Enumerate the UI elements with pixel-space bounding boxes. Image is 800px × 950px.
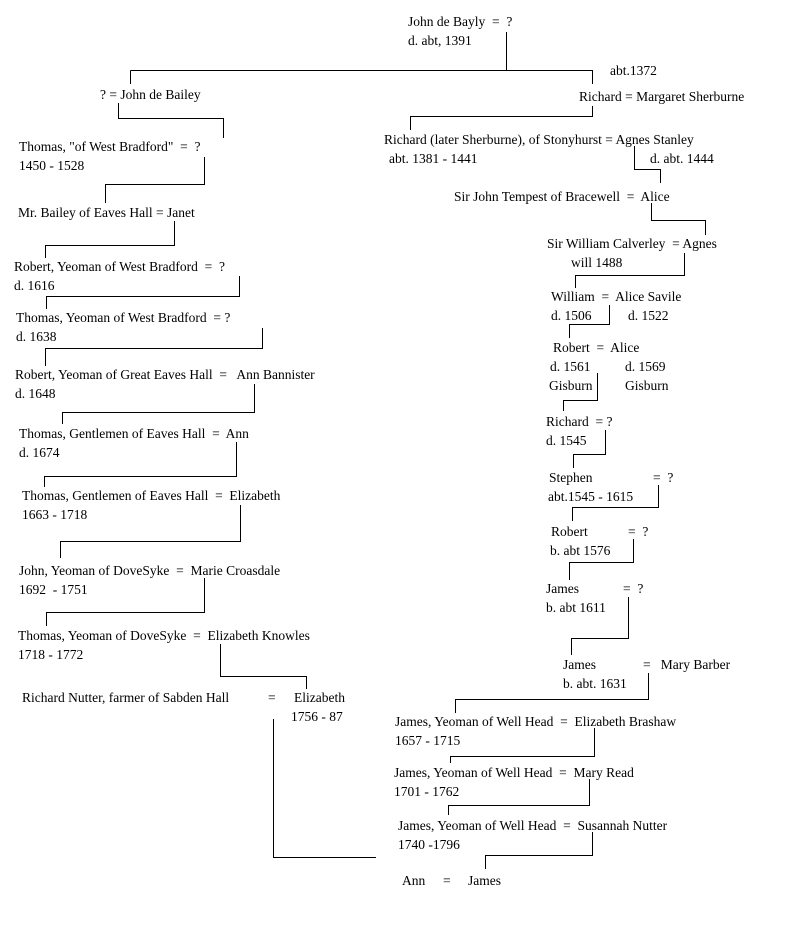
person-robert-1648: Robert, Yeoman of Great Eaves Hall = Ann… (15, 367, 315, 382)
person-richard-margaret: Richard = Margaret Sherburne (579, 89, 745, 104)
connector-james-1631 (455, 673, 649, 713)
connector-richard-margaret (410, 106, 593, 130)
person-john-de-bailey: ? = John de Bailey (100, 87, 201, 102)
dates-john-dovesyke: 1692 - 1751 (19, 582, 88, 597)
connector-james-1701 (448, 779, 590, 815)
person-thomas-west-bradford: Thomas, "of West Bradford" = ? (19, 139, 201, 154)
connector-james-1611 (571, 597, 629, 655)
connector-john-de-bayly (130, 32, 593, 84)
connector-john-tempest (651, 203, 706, 235)
dates-james-1701: 1701 - 1762 (394, 784, 460, 799)
person-james-1740: James, Yeoman of Well Head = Susannah Nu… (398, 818, 668, 833)
dates-stephen: abt.1545 - 1615 (548, 489, 634, 504)
connector-thomas-1718 (60, 505, 241, 558)
connector-robert-alice (563, 373, 598, 411)
dates-agnes-stanley: d. abt. 1444 (650, 151, 714, 166)
dates-john-de-bayly: d. abt, 1391 (408, 33, 472, 48)
person-thomas-dovesyke: Thomas, Yeoman of DoveSyke = Elizabeth K… (18, 628, 310, 643)
connector-william-savile (569, 305, 610, 338)
marriage-sign-nutter: = (268, 690, 276, 705)
dates-richard-stonyhurst: abt. 1381 - 1441 (389, 151, 478, 166)
dates-james-1740: 1740 -1796 (398, 837, 460, 852)
connector-thomas-west-bradford (105, 157, 205, 203)
person-john-tempest: Sir John Tempest of Bracewell = Alice (454, 189, 670, 204)
spouse-james-1611: = ? (623, 581, 644, 596)
person-robert-alice: Robert = Alice (553, 340, 640, 355)
person-elizabeth-nutter: Elizabeth (294, 690, 345, 705)
person-james-final: James (468, 873, 501, 888)
person-robert-1576: Robert (551, 524, 588, 539)
place-robert-gisburn: Gisburn (549, 378, 593, 393)
dates-robert-1648: d. 1648 (15, 386, 56, 401)
connector-robert-1616 (46, 276, 240, 309)
person-mr-bailey: Mr. Bailey of Eaves Hall = Janet (18, 205, 195, 220)
dates-thomas-1638: d. 1638 (16, 329, 57, 344)
person-william-savile: William = Alice Savile (551, 289, 682, 304)
person-john-dovesyke: John, Yeoman of DoveSyke = Marie Croasda… (19, 563, 281, 578)
person-richard-nutter: Richard Nutter, farmer of Sabden Hall (22, 690, 230, 705)
dates-elizabeth-nutter: 1756 - 87 (291, 709, 343, 724)
connector-william-calverley (575, 253, 685, 288)
person-thomas-1638: Thomas, Yeoman of West Bradford = ? (16, 310, 231, 325)
dates-james-1631: b. abt. 1631 (563, 676, 627, 691)
person-richard-1545: Richard = ? (546, 414, 613, 429)
marriage-sign-ann-james: = (443, 873, 451, 888)
person-john-de-bayly: John de Bayly = ? (408, 14, 513, 29)
spouse-james-1631: = Mary Barber (643, 657, 731, 672)
marriage-date-1372: abt.1372 (610, 63, 657, 78)
connector-thomas-dovesyke (220, 644, 307, 689)
dates-james-1611: b. abt 1611 (546, 600, 606, 615)
person-james-1611: James (546, 581, 579, 596)
dates-thomas-1718: 1663 - 1718 (22, 507, 88, 522)
person-ann: Ann (402, 873, 426, 888)
person-richard-stonyhurst: Richard (later Sherburne), of Stonyhurst… (384, 132, 694, 147)
connector-james-1657 (450, 728, 595, 763)
person-stephen: Stephen (549, 470, 593, 485)
place-alice-gisburn: Gisburn (625, 378, 669, 393)
person-robert-1616: Robert, Yeoman of West Bradford = ? (14, 259, 225, 274)
dates-william-calverley: will 1488 (571, 255, 623, 270)
spouse-stephen: = ? (653, 470, 674, 485)
connector-richard-1545 (573, 430, 606, 468)
dates-james-1657: 1657 - 1715 (395, 733, 461, 748)
connector-thomas-1638 (45, 328, 263, 366)
connector-stephen (572, 485, 659, 521)
person-thomas-1674: Thomas, Gentlemen of Eaves Hall = Ann (19, 426, 249, 441)
dates-richard-1545: d. 1545 (546, 433, 587, 448)
person-thomas-1718: Thomas, Gentlemen of Eaves Hall = Elizab… (22, 488, 281, 503)
connector-robert-1576 (569, 539, 634, 580)
person-james-1631: James (563, 657, 596, 672)
connector-james-1740 (485, 832, 593, 869)
dates-robert-1616: d. 1616 (14, 278, 55, 293)
dates-thomas-west-bradford: 1450 - 1528 (19, 158, 85, 173)
dates-alice-1569: d. 1569 (625, 359, 666, 374)
person-james-1701: James, Yeoman of Well Head = Mary Read (394, 765, 634, 780)
connector-richard-stonyhurst (634, 146, 661, 183)
dates-william: d. 1506 (551, 308, 592, 323)
dates-robert-1561: d. 1561 (550, 359, 591, 374)
dates-thomas-1674: d. 1674 (19, 445, 60, 460)
connector-elizabeth-nutter (273, 719, 376, 858)
connector-thomas-1674 (44, 442, 237, 487)
connector-robert-1648 (62, 384, 255, 424)
person-william-calverley: Sir William Calverley = Agnes (547, 236, 717, 251)
connector-john-dovesyke (46, 578, 205, 626)
spouse-robert-1576: = ? (628, 524, 649, 539)
connector-mr-bailey (45, 221, 175, 258)
dates-robert-1576: b. abt 1576 (550, 543, 611, 558)
person-james-1657: James, Yeoman of Well Head = Elizabeth B… (395, 714, 677, 729)
dates-thomas-dovesyke: 1718 - 1772 (18, 647, 84, 662)
dates-alice-savile: d. 1522 (628, 308, 669, 323)
connector-john-de-bailey (118, 103, 224, 138)
